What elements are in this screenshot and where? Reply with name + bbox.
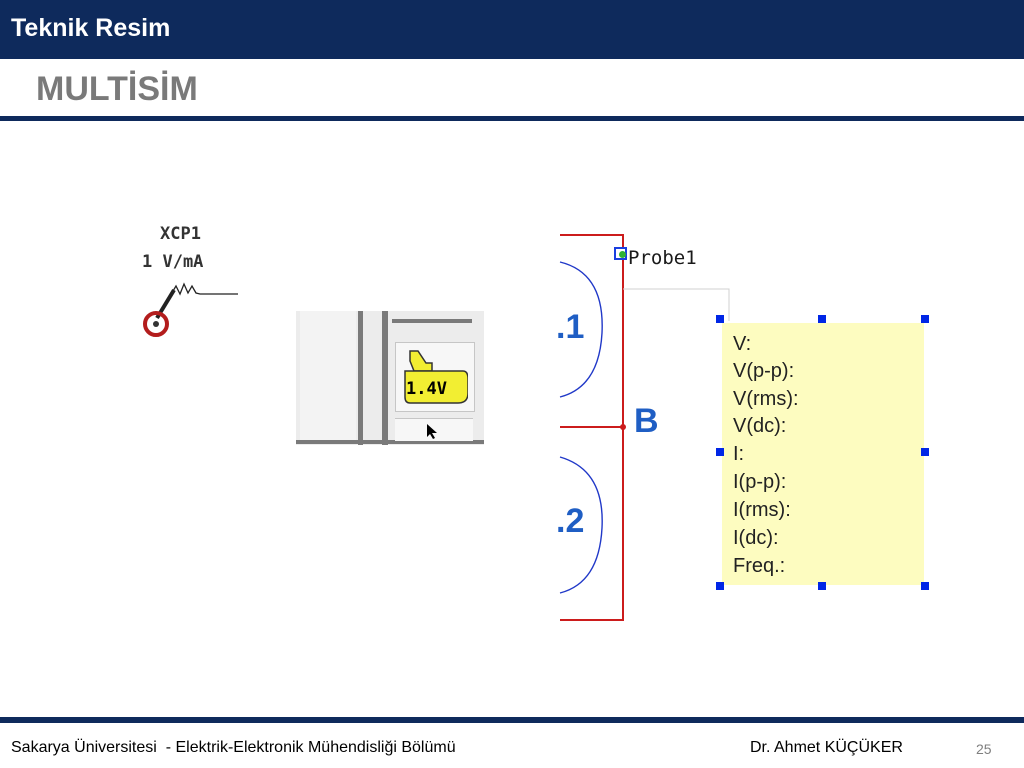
footer-author: Dr. Ahmet KÜÇÜKER	[750, 739, 903, 756]
voltage-probe-icon	[404, 350, 468, 404]
pointer-icon	[427, 424, 437, 439]
probe-marker[interactable]	[614, 247, 627, 260]
resize-handle[interactable]	[818, 582, 826, 590]
resize-handle[interactable]	[716, 448, 724, 456]
schematic-wires	[559, 234, 730, 621]
probe-tool-value: 1.4V	[406, 379, 447, 399]
readout-line: I:	[733, 443, 745, 465]
resize-handle[interactable]	[921, 448, 929, 456]
current-probe-icon[interactable]	[140, 278, 240, 342]
footer-institution: Sakarya Üniversitesi - Elektrik-Elektron…	[11, 739, 456, 756]
title-divider	[0, 116, 1024, 121]
resize-handle[interactable]	[716, 315, 724, 323]
readout-line: V(p-p):	[733, 360, 795, 382]
readout-line: Freq.:	[733, 555, 786, 577]
net-label: B	[634, 402, 659, 440]
readout-line: I(p-p):	[733, 471, 787, 493]
probe-tool-button[interactable]: 1.4V	[395, 342, 475, 412]
probe-label: Probe1	[628, 247, 697, 269]
header-bar: Teknik Resim	[0, 0, 1024, 59]
readout-line: I(dc):	[733, 527, 779, 549]
readout-line: V(rms):	[733, 388, 799, 410]
header-title: Teknik Resim	[11, 14, 171, 42]
resize-handle[interactable]	[818, 315, 826, 323]
readout-line: V(dc):	[733, 415, 787, 437]
component-label-2: .2	[556, 502, 585, 540]
pointer-tool-button[interactable]	[395, 418, 473, 441]
current-probe-ratio: 1 V/mA	[142, 252, 204, 272]
readout-line: V:	[733, 333, 752, 355]
resize-handle[interactable]	[921, 315, 929, 323]
current-probe-name: XCP1	[160, 224, 201, 244]
toolbar-snippet: 1.4V	[296, 311, 484, 445]
component-label-1: .1	[556, 308, 585, 346]
slide-title: MULTİSİM	[36, 70, 198, 108]
probe-readout-panel[interactable]	[722, 323, 924, 585]
readout-line: I(rms):	[733, 499, 791, 521]
resize-handle[interactable]	[921, 582, 929, 590]
footer-divider	[0, 717, 1024, 723]
resize-handle[interactable]	[716, 582, 724, 590]
page-number: 25	[976, 741, 992, 757]
